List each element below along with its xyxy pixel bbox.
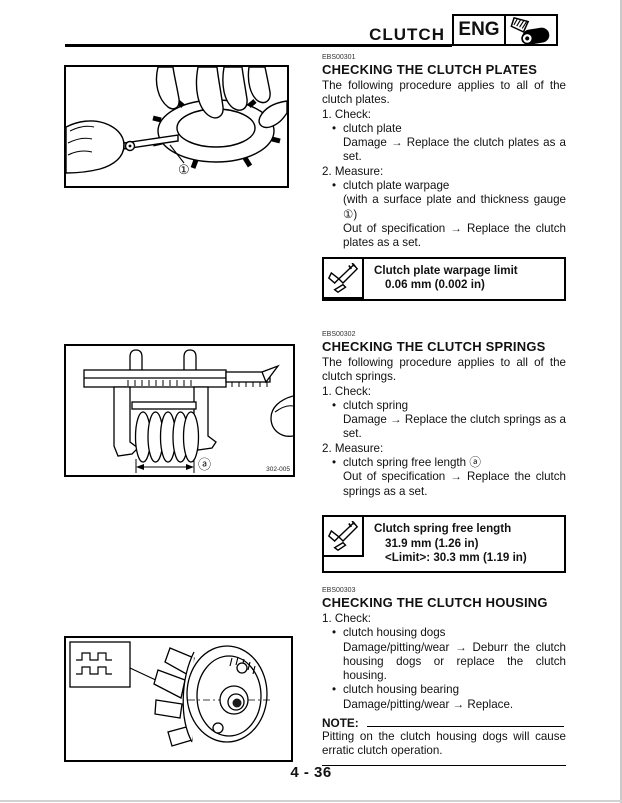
bullet-item: • clutch housing dogs: [322, 626, 566, 640]
bullet-detail: Damage/pitting/wear → Replace.: [343, 697, 514, 711]
bullet-detail: Damage → Replace the clutch plates as a …: [343, 136, 566, 164]
bullet-detail: Damage → Replace the clutch springs as a…: [343, 413, 566, 441]
page-number: 4 - 36: [290, 764, 332, 781]
bullet-item: • clutch spring: [322, 399, 566, 413]
bullet-marker: •: [332, 626, 337, 640]
section-heading: CHECKING THE CLUTCH SPRINGS: [322, 339, 546, 354]
note-head-rule: [366, 726, 564, 728]
bullet-item: • clutch plate: [322, 122, 566, 136]
page-edge-right: [620, 0, 622, 803]
bullet-marker: •: [332, 398, 337, 412]
section-intro: The following procedure applies to all o…: [322, 356, 566, 384]
paragraph-code: EBS00301: [322, 54, 356, 61]
bullet-marker: •: [332, 456, 337, 470]
section-clutch-springs: EBS00302 CHECKING THE CLUTCH SPRINGS The…: [322, 331, 566, 573]
section-heading: CHECKING THE CLUTCH HOUSING: [322, 595, 548, 610]
callout-1: ①: [178, 162, 190, 177]
spec-box-warpage-limit: Clutch plate warpage limit 0.06 mm (0.00…: [322, 256, 566, 301]
spec-title: Clutch plate warpage limit: [374, 263, 518, 277]
spec-text: Clutch spring free length 31.9 mm (1.26 …: [364, 517, 533, 571]
bullet-detail: Damage/pitting/wear → Deburr the clutch …: [343, 640, 566, 683]
figure-clutch-plate-check: ①: [64, 65, 289, 188]
note-block: NOTE: Pitting on the clutch housing dogs…: [322, 716, 566, 766]
paragraph-code: EBS00302: [322, 331, 356, 338]
bullet-text: clutch housing dogs: [343, 626, 446, 640]
paragraph-code: EBS00303: [322, 587, 356, 594]
page-edge-bottom: [0, 800, 622, 802]
chapter-badge-label: ENG: [454, 16, 506, 44]
header-rule: [65, 44, 452, 47]
chapter-badge: ENG: [452, 14, 558, 46]
step-label: 1. Check:: [322, 107, 371, 121]
clutch-housing-illustration: [69, 641, 270, 747]
bullet-text: clutch plate warpage: [343, 179, 450, 193]
bullet-text: clutch plate: [343, 121, 402, 135]
bullet-detail: Out of specification → Replace the clutc…: [343, 470, 566, 498]
figure-clutch-spring-measure: ⓐ 302-005: [64, 344, 295, 477]
bullet-detail: Out of specification → Replace the clutc…: [343, 221, 566, 250]
step-label: 1. Check:: [322, 612, 371, 625]
section-clutch-housing: EBS00303 CHECKING THE CLUTCH HOUSING 1. …: [322, 587, 566, 766]
bullet-marker: •: [332, 683, 337, 697]
bullet-item: • clutch housing bearing: [322, 683, 566, 697]
bullet-detail: (with a surface plate and thickness gaug…: [343, 193, 566, 221]
spec-value: <Limit>: 30.3 mm (1.19 in): [385, 551, 527, 565]
spec-value: 31.9 mm (1.26 in): [385, 536, 479, 550]
page-title: CLUTCH: [369, 25, 445, 44]
caliper-icon: [324, 516, 364, 557]
bullet-marker: •: [332, 121, 337, 135]
spec-text: Clutch plate warpage limit 0.06 mm (0.00…: [364, 259, 524, 298]
section-clutch-plates: EBS00301 CHECKING THE CLUTCH PLATES The …: [322, 54, 566, 301]
step-label: 2. Measure:: [322, 164, 384, 178]
caliper-spring-illustration: [83, 349, 293, 473]
figure-clutch-housing: [64, 636, 293, 762]
section-heading: CHECKING THE CLUTCH PLATES: [322, 62, 538, 77]
bullet-item: • clutch spring free length ⓐ: [322, 456, 566, 470]
note-head: NOTE:: [322, 716, 566, 730]
section-intro: The following procedure applies to all o…: [322, 79, 566, 107]
note-label: NOTE:: [322, 716, 359, 731]
spec-value: 0.06 mm (0.002 in): [385, 278, 485, 292]
spec-title: Clutch spring free length: [374, 521, 512, 535]
bullet-text: clutch housing bearing: [343, 683, 460, 697]
callout-a: ⓐ: [198, 457, 212, 472]
note-closing-rule: [322, 764, 566, 766]
step-label: 2. Measure:: [322, 441, 384, 455]
note-text: Pitting on the clutch housing dogs will …: [322, 730, 566, 758]
step-label: 1. Check:: [322, 384, 371, 398]
bullet-text: clutch spring: [343, 398, 409, 412]
clutch-plate-illustration: [66, 67, 287, 174]
bullet-text: clutch spring free length ⓐ: [343, 456, 481, 470]
engine-icon: [506, 16, 556, 45]
bullet-marker: •: [332, 179, 337, 193]
bullet-item: • clutch plate warpage: [322, 179, 566, 193]
caliper-icon: [324, 258, 364, 299]
figure-ref-code: 302-005: [266, 466, 290, 473]
spec-box-spring-free-length: Clutch spring free length 31.9 mm (1.26 …: [322, 514, 566, 573]
